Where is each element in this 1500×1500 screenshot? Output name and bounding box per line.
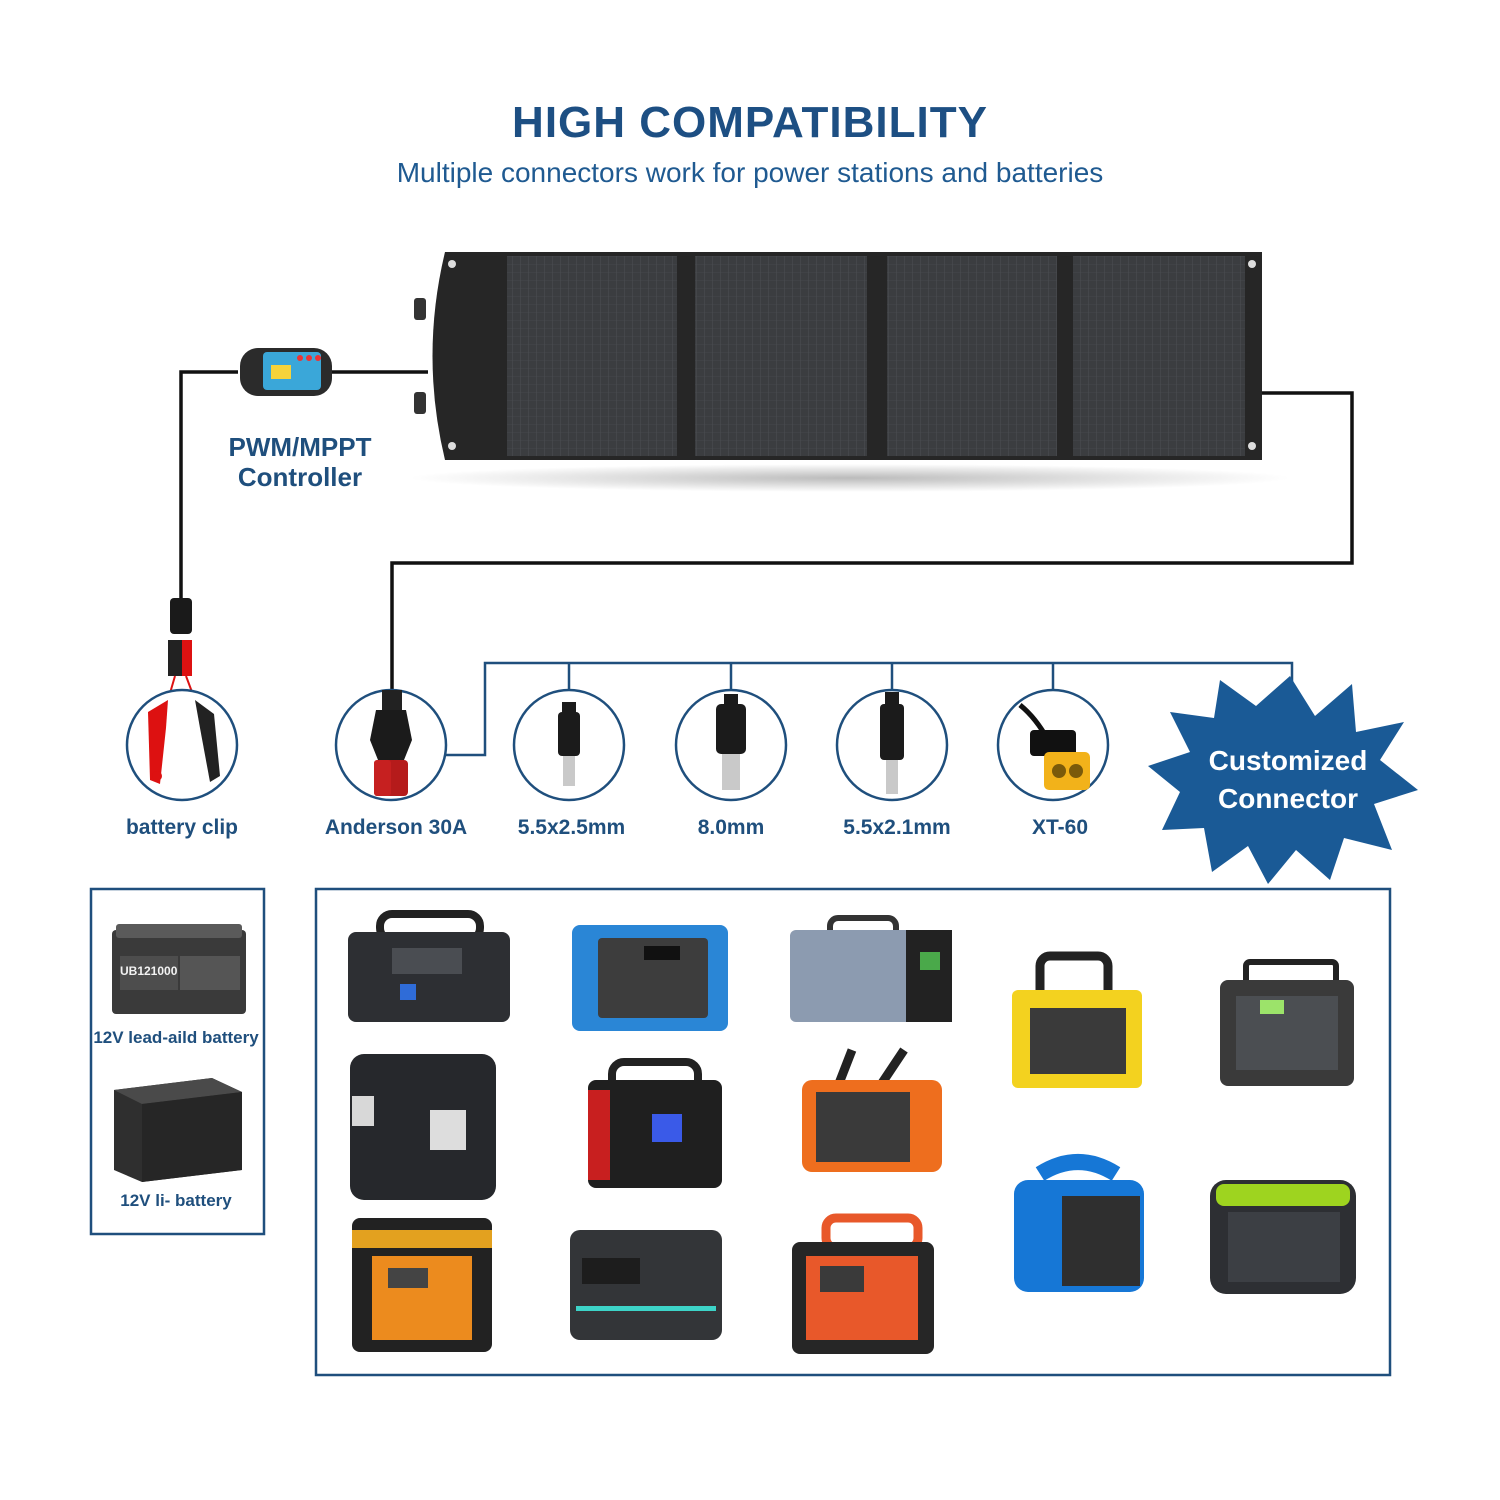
solar-panel [410, 252, 1290, 492]
connector-label-5521: 5.5x2.1mm [843, 816, 951, 839]
page-subtitle: Multiple connectors work for power stati… [396, 157, 1104, 188]
connector-label-battery-clip: battery clip [125, 816, 239, 839]
lithium-battery-label: 12V li- battery [120, 1191, 232, 1210]
custom-connector-label: Customized Connector [1178, 742, 1398, 818]
power-station-box [314, 887, 1392, 1377]
connector-label-xt60: XT-60 [1031, 816, 1089, 839]
battery-box [89, 887, 266, 1236]
connector-label-anderson: Anderson 30A [324, 816, 468, 839]
connector-label-80: 8.0mm [697, 816, 765, 839]
page-title: HIGH COMPATIBILITY [512, 98, 988, 147]
lead-acid-battery-icon [112, 924, 246, 1014]
controller-icon [240, 348, 332, 396]
controller-label-line1: PWM/MPPT [228, 432, 372, 462]
custom-connector-line2: Connector [1218, 783, 1358, 814]
power-station-grid [348, 910, 1356, 1354]
custom-starburst [1148, 676, 1418, 884]
controller-label: PWM/MPPT Controller [200, 432, 400, 492]
battery-clip-icon [125, 688, 239, 802]
battery-model-text: UB121000 [120, 964, 178, 978]
lithium-battery-icon [114, 1078, 242, 1182]
custom-connector-line1: Customized [1208, 745, 1368, 776]
lead-acid-battery-label: 12V lead-aild battery [93, 1028, 259, 1047]
clip-lead [167, 598, 196, 701]
controller-label-line2: Controller [237, 462, 363, 492]
connector-label-5525: 5.5x2.5mm [517, 816, 626, 839]
